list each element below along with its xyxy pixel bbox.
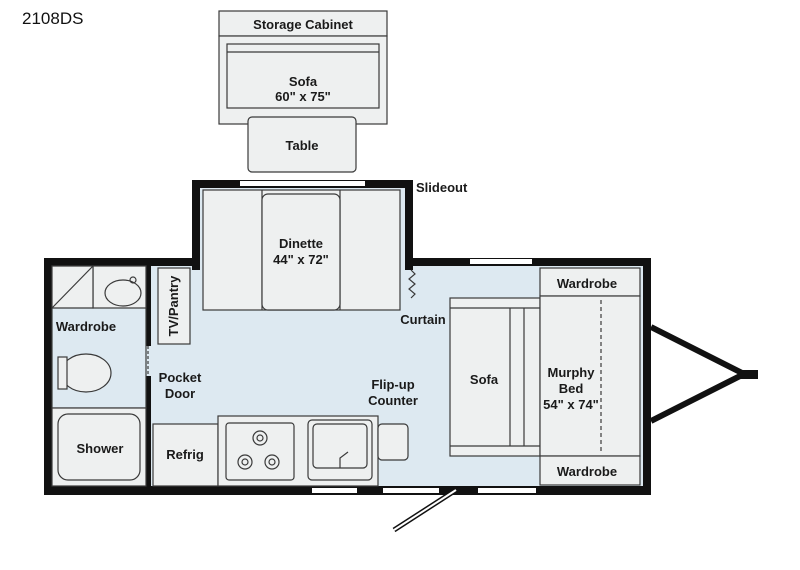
storage-cabinet-label: Storage Cabinet (253, 17, 353, 32)
burner-icon (237, 454, 253, 470)
murphy-label-2: Bed (559, 381, 584, 396)
stove (225, 422, 295, 481)
wardrobe-bath-label: Wardrobe (56, 319, 116, 334)
sink-cabinet (92, 265, 147, 309)
slideout-label: Slideout (416, 180, 468, 195)
storage-cabinet (218, 10, 388, 37)
walls (44, 180, 651, 495)
shower (51, 407, 147, 487)
bathroom: Wardrobe Shower Pocket Door (51, 265, 202, 487)
sofa: Sofa (449, 297, 541, 457)
table (247, 116, 357, 173)
pocket-door-label-1: Pocket (159, 370, 202, 385)
table-label: Table (286, 138, 319, 153)
murphy-bed (539, 295, 641, 457)
slideout-sofa-label: Sofa (289, 74, 318, 89)
sofa-label: Sofa (470, 372, 499, 387)
dinette-label: Dinette (279, 236, 323, 251)
slideout-sofa-size: 60" x 75" (275, 89, 331, 104)
murphy-label-1: Murphy (548, 365, 596, 380)
flip-up-counter (377, 423, 409, 461)
model-name: 2108DS (22, 9, 84, 28)
refrig-label: Refrig (166, 447, 204, 462)
murphy-bed-area: Wardrobe Murphy Bed 54" x 74" Wardrobe (539, 267, 641, 486)
burner-icon (252, 430, 268, 446)
tv-pantry: TV/Pantry (157, 267, 191, 345)
slideout-sofa-cushion (226, 43, 380, 109)
toilet-icon (60, 353, 112, 393)
kitchen-sink (307, 419, 373, 481)
wardrobe-top (539, 267, 641, 297)
kitchen: Refrig Flip-up Counter (152, 377, 418, 487)
sink-icon (104, 279, 142, 307)
entry-door (392, 487, 458, 533)
burner-icon (264, 454, 280, 470)
pocket-door-label-2: Door (165, 386, 195, 401)
flipup-label-1: Flip-up (371, 377, 414, 392)
flipup-label-2: Counter (368, 393, 418, 408)
hitch (649, 324, 758, 424)
dinette-size: 44" x 72" (273, 252, 329, 267)
refrigerator (152, 423, 219, 487)
curtain-label: Curtain (400, 312, 446, 327)
dinette: Dinette 44" x 72" (202, 189, 401, 311)
wardrobe-bottom-label: Wardrobe (557, 464, 617, 479)
tv-pantry-label: TV/Pantry (166, 275, 181, 336)
murphy-size: 54" x 74" (543, 397, 599, 412)
upper-slideout-group: Storage Cabinet Sofa 60" x 75" Table (218, 10, 388, 173)
wardrobe-bottom (539, 455, 641, 486)
wardrobe-top-label: Wardrobe (557, 276, 617, 291)
curtain: Curtain (400, 269, 446, 327)
shower-label: Shower (77, 441, 124, 456)
